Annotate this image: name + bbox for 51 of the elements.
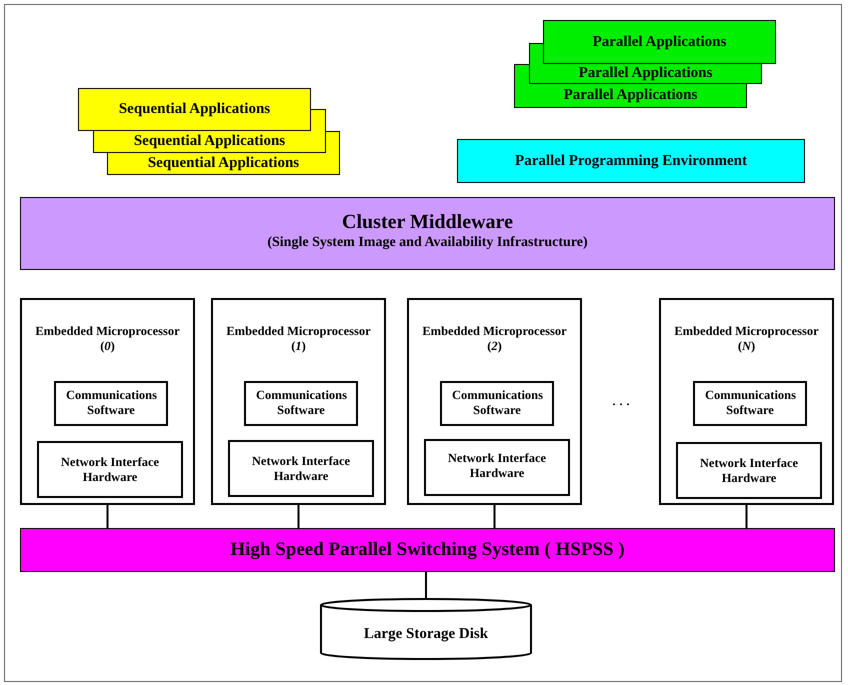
hardware-box [424,439,570,496]
node-title: Large Storage Disk [362,625,490,643]
hardware-box [228,440,374,497]
ellipsis-label: ... [612,392,633,410]
node-title: Cluster Middleware [341,210,514,234]
node-title: Communications Software [451,388,544,418]
connector-line [425,572,427,598]
node-title: Network Interface Hardware [250,454,352,484]
node-title: Network Interface Hardware [60,455,160,485]
disk-cylinder [320,598,532,660]
software-box [54,381,168,426]
environment-box [457,139,805,183]
connector-line [746,505,748,528]
processor-box [211,298,386,505]
application-box [107,153,340,175]
software-box [440,381,554,426]
middleware-band [20,197,835,270]
switching-band [20,528,835,572]
node-subtitle: (Single System Image and Availability Infrastructure) [266,235,589,252]
hardware-box [676,442,822,499]
node-title: Embedded Microprocessor (0) [34,324,181,354]
node-title: Parallel Applications [578,64,714,82]
software-box [693,381,807,426]
node-title: Parallel Applications [562,86,698,104]
connector-line [494,505,496,528]
application-box [543,20,776,64]
node-title: Embedded Microprocessor (2) [421,324,568,354]
processor-box [659,298,834,505]
application-box [514,84,747,108]
connector-line [298,505,300,528]
node-title: Communications Software [704,388,797,418]
processor-box [20,298,195,505]
connector-line [106,505,108,528]
node-title: High Speed Parallel Switching System ( HSPSS ) [229,539,626,562]
node-title: Embedded Microprocessor (N) [673,324,820,354]
node-title: Communications Software [255,388,348,418]
software-box [244,381,358,426]
node-title: Sequential Applications [146,154,300,172]
hardware-box [37,441,183,498]
node-title: Network Interface Hardware [446,451,548,481]
node-title: Embedded Microprocessor (1) [225,324,372,354]
node-title: Parallel Programming Environment [514,152,748,170]
application-box [529,64,762,84]
application-box [78,88,311,131]
processor-box [407,298,582,505]
node-title: Communications Software [65,388,158,418]
application-box [93,131,326,153]
node-title: Sequential Applications [118,100,272,118]
node-title: Network Interface Hardware [698,456,800,486]
node-title: Sequential Applications [132,132,286,150]
node-title: Parallel Applications [592,33,728,51]
